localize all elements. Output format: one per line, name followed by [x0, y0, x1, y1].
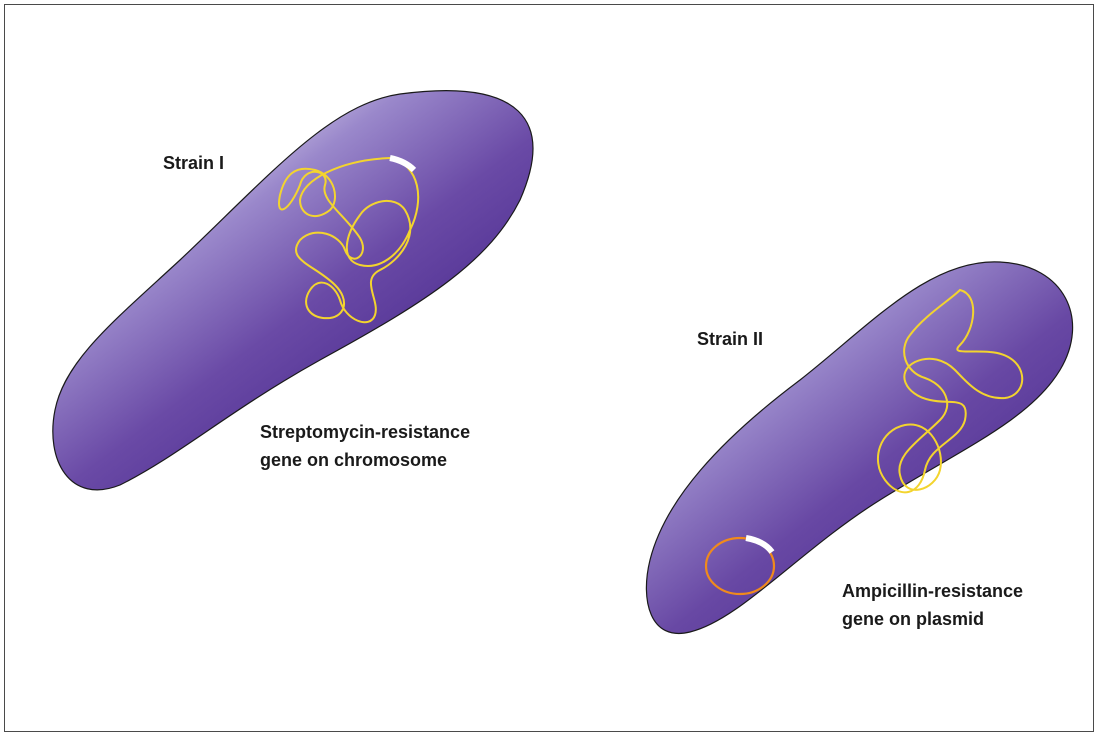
strain1-gene-line1: Streptomycin-resistance — [260, 422, 470, 442]
strain2-gene-line1: Ampicillin-resistance — [842, 581, 1023, 601]
strain1-gene-line2: gene on chromosome — [260, 450, 447, 470]
strain2-cell — [646, 262, 1072, 634]
strain2-gene-line2: gene on plasmid — [842, 609, 984, 629]
strain2-label: Strain II — [697, 329, 763, 349]
strain1-label: Strain I — [163, 153, 224, 173]
